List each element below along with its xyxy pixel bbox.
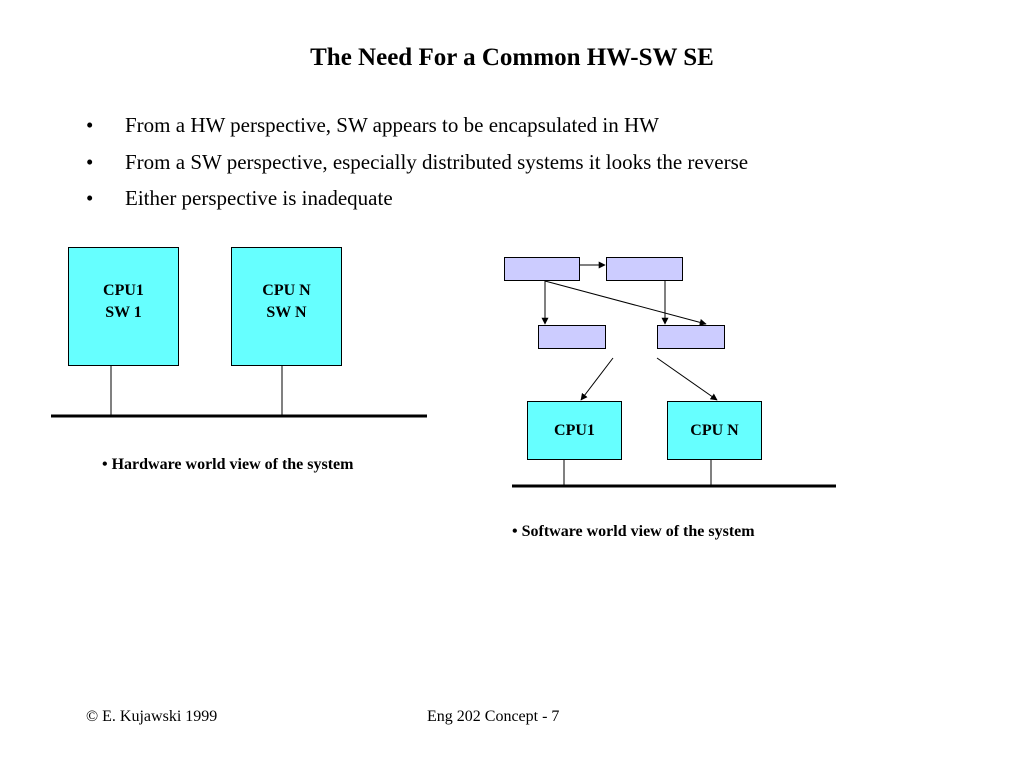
hw-cpu1-box: CPU1 SW 1 — [68, 247, 179, 366]
bullet-text: From a HW perspective, SW appears to be … — [125, 113, 659, 137]
sw-component-box — [504, 257, 580, 281]
sw-cpun-label: CPU N — [690, 421, 739, 439]
bullet-symbol: • — [86, 186, 94, 210]
bullet-symbol: • — [86, 149, 94, 174]
sw-component-box — [606, 257, 683, 281]
hw-cpun-box: CPU N SW N — [231, 247, 342, 366]
bullet-item: • From a HW perspective, SW appears to be… — [86, 110, 748, 147]
sw-cpun-box: CPU N — [667, 401, 762, 460]
sw-arrow — [580, 357, 614, 401]
sw-component-box — [657, 325, 725, 349]
sw-arrow — [544, 280, 707, 326]
bullet-item: • Either perspective is inadequate — [86, 183, 748, 220]
sw-component-box — [538, 325, 606, 349]
bullet-list: • From a HW perspective, SW appears to be… — [86, 110, 748, 220]
bullet-item: • From a SW perspective, especially distr… — [86, 147, 748, 184]
bullet-symbol: • — [86, 113, 94, 137]
hw-sw1-label: SW 1 — [105, 303, 142, 321]
slide-title: The Need For a Common HW-SW SE — [310, 44, 714, 71]
footer-copyright: © E. Kujawski 1999 — [86, 708, 218, 725]
hw-cpun-label: CPU N — [262, 281, 311, 299]
bullet-text: From a SW perspective, especially distri… — [125, 149, 749, 174]
hw-cpu1-label: CPU1 — [103, 281, 144, 299]
sw-caption: • Software world view of the system — [512, 523, 755, 540]
hw-swn-label: SW N — [266, 303, 307, 321]
sw-cpu1-box: CPU1 — [527, 401, 622, 460]
sw-cpu1-label: CPU1 — [554, 421, 595, 439]
sw-arrow — [656, 357, 718, 401]
hw-caption: • Hardware world view of the system — [102, 456, 354, 473]
bullet-text: Either perspective is inadequate — [125, 186, 393, 210]
footer-page-label: Eng 202 Concept - 7 — [427, 708, 560, 725]
